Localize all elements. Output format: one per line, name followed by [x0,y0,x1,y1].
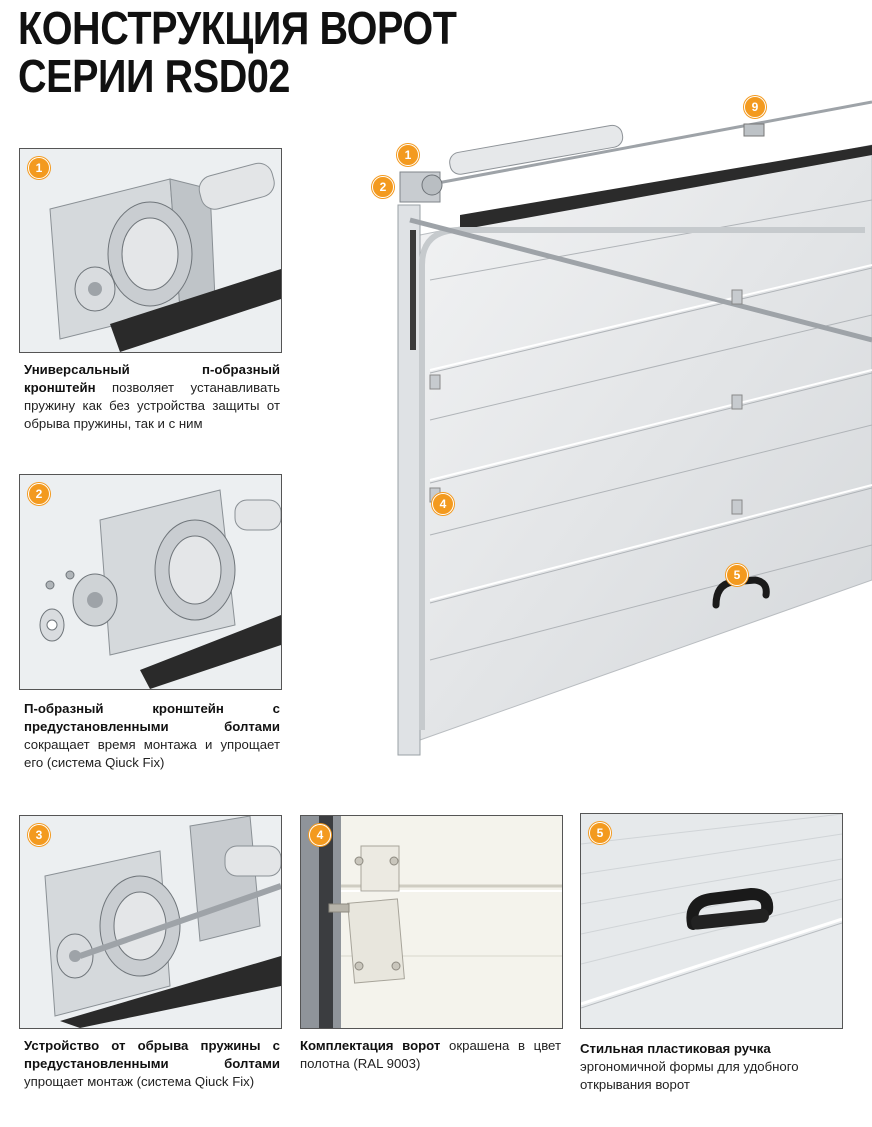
feature-badge-1: 1 [28,157,50,179]
feature-title-5: Стильная пластиковая ручка [580,1041,771,1056]
feature-caption-3: Устройство от обрыва пружины с предустан… [24,1037,280,1091]
spring-break-device-illustration [44,816,281,1028]
feature-badge-4: 4 [309,824,331,846]
bracket-illustration [49,162,281,352]
feature-text-4: окрашена в цвет полотна (RAL 9003) [300,1038,561,1071]
feature-title-2: П-образный кронштейн с предустановленным… [24,701,280,734]
feature-text-5: эргономичной формы для удобного открыван… [580,1059,799,1092]
feature-text-1: позволяет устанавливать пружину как без … [24,380,280,431]
feature-caption-2: П-образный кронштейн с предустановленным… [24,700,280,772]
callout-badge-2: 2 [372,176,394,198]
callout-badge-9: 9 [744,96,766,118]
feature-badge-5: 5 [589,822,611,844]
bracket-bolts-illustration [39,489,281,689]
feature-title-3: Устройство от обрыва пружины с предустан… [24,1038,280,1071]
handle-closeup-illustration [581,814,842,1009]
feature-image-2: 2 [19,474,282,690]
feature-image-1: 1 [19,148,282,353]
page-title: КОНСТРУКЦИЯ ВОРОТ СЕРИИ RSD02 [18,2,457,102]
feature-title-4: Комплектация ворот [300,1038,441,1053]
feature-badge-3: 3 [28,824,50,846]
feature-image-4: 4 [300,815,563,1029]
feature-caption-4: Комплектация ворот окрашена в цвет полот… [300,1037,561,1073]
feature-image-3: 3 [19,815,282,1029]
feature-caption-1: Универсальный п-образный кронштейн позво… [24,361,280,433]
title-line-1: КОНСТРУКЦИЯ ВОРОТ [18,2,457,54]
callout-badge-4: 4 [432,493,454,515]
door-diagram: 1 2 4 5 9 [360,90,872,790]
feature-caption-5: Стильная пластиковая ручка эргономичной … [580,1040,850,1094]
feature-text-2: сокращает время монтажа и упрощает его (… [24,737,280,770]
door-illustration [397,100,872,756]
feature-badge-2: 2 [28,483,50,505]
callout-badge-1: 1 [397,144,419,166]
title-line-2: СЕРИИ RSD02 [18,50,291,102]
feature-image-5: 5 [580,813,843,1029]
feature-text-3: упрощает монтаж (система Qiuck Fix) [24,1074,255,1089]
callout-badge-5: 5 [726,564,748,586]
feature-title-1: Универсальный п-образный кронштейн [24,362,280,395]
hinge-closeup-illustration [301,816,562,1028]
